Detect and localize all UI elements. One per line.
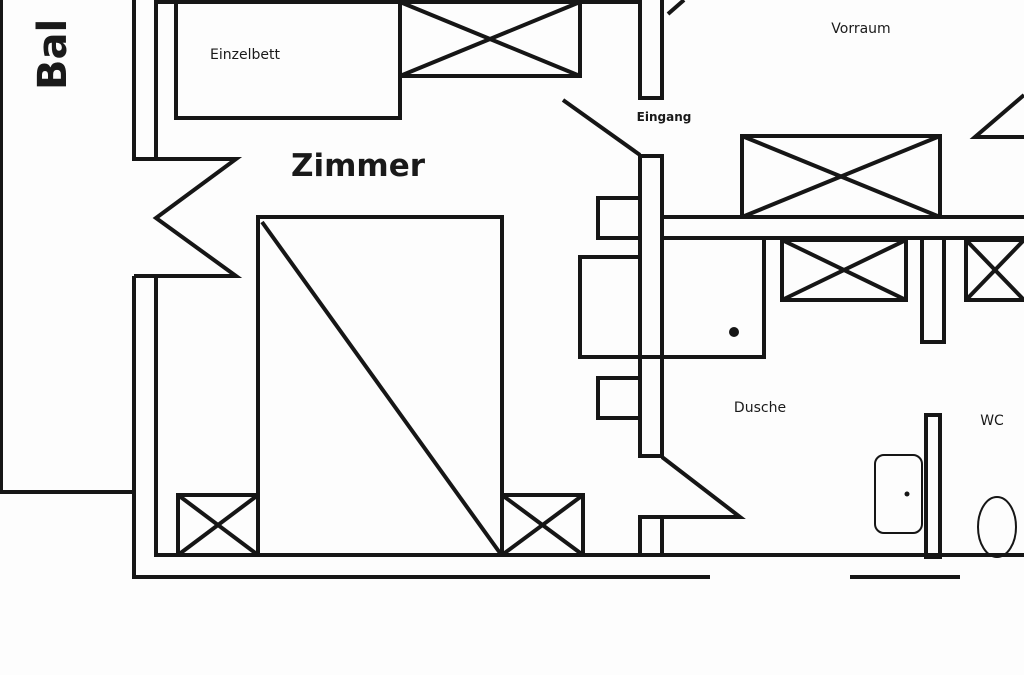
balcony-outline [0,0,134,494]
label-wc: WC [980,413,1004,429]
nightstands [176,493,585,557]
hall-cabinet [740,134,942,219]
bath-cabinets [780,238,1024,302]
wall-fixtures [578,196,642,420]
label-room: Zimmer [291,148,426,184]
double-bed [256,215,504,557]
label-entrance: Eingang [637,110,692,124]
label-shower: Dusche [734,400,786,416]
shower-tray [640,238,766,359]
hall-door [969,93,1024,139]
label-single-bed: Einzelbett [210,47,280,63]
partition-wall [638,0,746,557]
wardrobe-top [398,0,582,78]
label-hall: Vorraum [831,21,890,37]
label-balcony: Bal [30,19,76,90]
sink [874,454,923,534]
entrance-door [561,98,642,157]
toilet [977,496,1017,558]
